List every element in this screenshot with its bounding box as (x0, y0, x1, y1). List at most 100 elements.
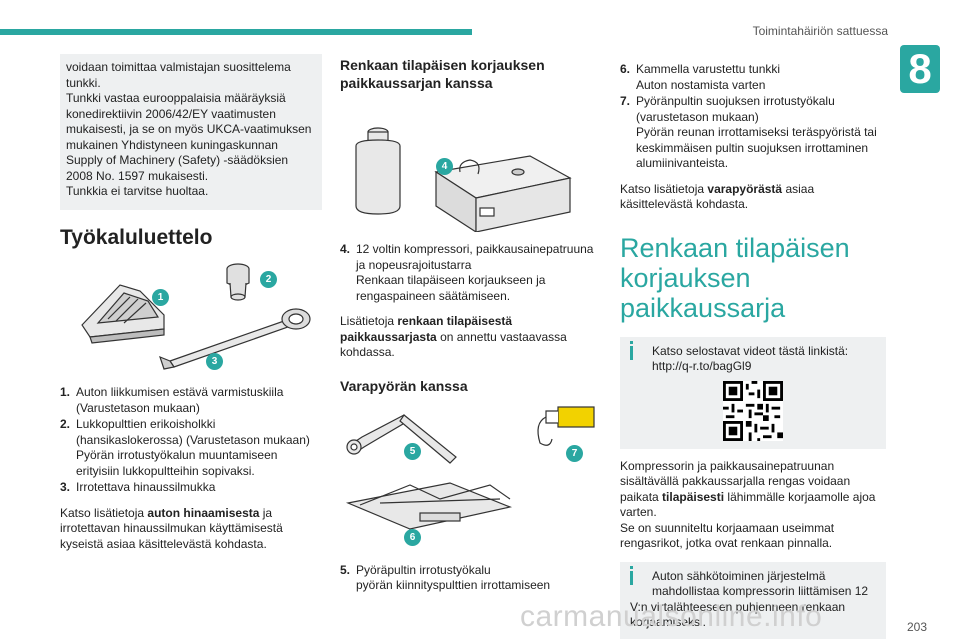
info-icon (630, 565, 633, 585)
spare-wheel-list-continued: 6. Kammella varustettu tunkki Auton nost… (620, 62, 886, 172)
spare-wheel-tools-drawing (345, 405, 595, 530)
para-bold: renkaan tilapäisestä (397, 314, 513, 328)
item-number: 7. (620, 94, 631, 108)
list-item: 2. Lukkopulttien erikoisholkki (hansikas… (60, 417, 322, 479)
item-text: Lukkopulttien erikoisholkki (76, 417, 216, 431)
para-text: lähimmälle korjaamolle ajoa (724, 489, 876, 504)
para-text: irrotettavan hinaussilmukan käyttämisest… (60, 521, 283, 535)
para-text: sisältävällä pakkaussarjalla rengas void… (620, 474, 851, 488)
item-text: (hansikaslokerossa) (Varustetason mukaan… (76, 432, 310, 447)
item-text: Auton nostamista varten (636, 77, 766, 92)
intro-line: mukainen Yhdistyneen kuningaskunnan (66, 137, 278, 152)
towing-eye-icon (159, 308, 311, 370)
tools-illustration: 1 2 3 (60, 257, 322, 375)
item-text: Pyörän irrotustyökalun muuntamiseen (76, 448, 278, 462)
item-text: Renkaan tilapäiseen korjaukseen ja (356, 273, 546, 287)
compressor-drawing (355, 127, 572, 234)
section-title: Toimintahäiriön sattuessa (752, 24, 888, 38)
item-number: 1. (60, 385, 71, 399)
compressor-icon (434, 155, 572, 234)
para-bold: tilapäisesti (662, 489, 725, 504)
list-item: 5. Pyöräpultin irrotustyökalu pyörän kii… (340, 563, 602, 594)
para-text: ja (259, 505, 273, 520)
intro-line: Tunkkia ei tarvitse huoltaa. (66, 184, 209, 198)
repair-kit-reference: Lisätietoja renkaan tilapäisestä paikkau… (340, 314, 602, 361)
item-text: Auton liikkumisen estävä varmistuskiila (76, 385, 284, 399)
column-3: 6. Kammella varustettu tunkki Auton nost… (620, 62, 886, 639)
info-text: Katso selostavat videot tästä linkistä: (652, 343, 849, 358)
spare-wheel-list: 5. Pyöräpultin irrotustyökalu pyörän kii… (340, 563, 602, 594)
jack-info-box: voidaan toimittaa valmistajan suosittele… (60, 54, 322, 210)
item-text: alumiinivanteista. (636, 156, 729, 170)
item-number: 4. (340, 242, 351, 256)
item-text: Pyöränpultin suojuksen irrotustyökalu (636, 94, 835, 108)
info-icon (630, 340, 633, 360)
info-text: Auton sähkötoiminen järjestelmä (652, 568, 826, 583)
list-item: 7. Pyöränpultin suojuksen irrotustyökalu… (620, 94, 886, 172)
sealant-cartridge-icon (355, 127, 401, 215)
intro-line: Tunkki vastaa eurooppalaisia määräyksiä (66, 91, 286, 105)
para-bold: auton hinaamisesta (147, 505, 260, 520)
socket-icon (226, 263, 250, 301)
list-item: 6. Kammella varustettu tunkki Auton nost… (620, 62, 886, 93)
item-text: 12 voltin kompressori, paikkausainepatru… (356, 242, 594, 256)
badge-2: 2 (260, 271, 277, 288)
item-number: 6. (620, 62, 631, 76)
item-number: 3. (60, 480, 71, 494)
para-text: käsittelevästä kohdasta. (620, 197, 749, 211)
repair-kit-heading: Renkaan tilapäisen korjauksen paikkaussa… (340, 56, 602, 92)
info-text: mahdollistaa kompressorin liittämisen 12 (652, 584, 869, 598)
column-2: Renkaan tilapäisen korjauksen paikkaussa… (340, 56, 602, 595)
page-number: 203 (906, 620, 927, 634)
badge-7: 7 (566, 444, 583, 462)
tools-list: 1. Auton liikkumisen estävä varmistuskii… (60, 385, 322, 496)
item-text: Pyörän reunan irrottamiseksi teräspyöris… (636, 125, 877, 139)
tools-heading: Työkaluluettelo (60, 225, 213, 249)
intro-line: voidaan toimittaa valmistajan suosittele… (66, 60, 291, 74)
para-text: kohdassa. (340, 345, 395, 359)
info-text: korjaamiseksi. (630, 615, 707, 629)
item-text: pyörän kiinnityspulttien irrottamiseen (356, 578, 551, 592)
item-text: (varustetason mukaan) (636, 109, 759, 124)
item-text: (Varustetason mukaan) (76, 400, 200, 415)
intro-line: 2008 No. 1597 mukaisesti. (66, 168, 209, 183)
list-item: 4. 12 voltin kompressori, paikkausainepa… (340, 242, 602, 304)
heading-line: Renkaan tilapäisen (620, 232, 850, 263)
item-text: Pyöräpultin irrotustyökalu (356, 562, 491, 577)
intro-line: mukaisesti, ja se on myös UKCA-vaatimuks… (66, 122, 312, 136)
column-1: voidaan toimittaa valmistajan suosittele… (60, 54, 322, 552)
compressor-list: 4. 12 voltin kompressori, paikkausainepa… (340, 242, 602, 304)
heading-line: Renkaan tilapäisen korjauksen (340, 57, 545, 73)
intro-line: tunkki. (66, 75, 101, 90)
para-text: varten. (620, 505, 657, 519)
info-text: V:n virtalähteeseen puhjenneen renkaan (630, 599, 846, 614)
video-info-box: Katso selostavat videot tästä linkistä: … (620, 336, 886, 449)
towing-reference: Katso lisätietoja auton hinaamisesta ja … (60, 506, 322, 553)
list-item: 3. Irrotettava hinaussilmukka (60, 480, 322, 496)
para-text: Katso lisätietoja (60, 505, 148, 520)
spare-wheel-tools-illustration: 5 6 7 (340, 403, 602, 553)
heading-line: paikkaussarjan kanssa (340, 75, 493, 91)
badge-6: 6 (404, 528, 421, 546)
chapter-badge: 8 (900, 45, 940, 93)
item-text: ja nopeusrajoitustarra (356, 257, 472, 272)
repair-kit-description: Kompressorin ja paikkausainepatruunan si… (620, 459, 886, 552)
intro-line: Supply of Machinery (Safety) -säädöksien (66, 153, 289, 167)
video-link[interactable]: http://q-r.to/bagGl9 (652, 359, 752, 373)
item-text: erityisiin lukkopultteihin sopivaksi. (76, 463, 255, 478)
para-bold: varapyörästä (707, 181, 783, 196)
header-accent-bar (0, 29, 472, 35)
para-text: Katso lisätietoja (620, 181, 708, 196)
badge-4: 4 (436, 158, 453, 175)
badge-3: 3 (206, 353, 223, 370)
jack-icon (345, 481, 513, 530)
qr-code-icon[interactable] (723, 380, 783, 441)
spare-wheel-heading: Varapyörän kanssa (340, 377, 468, 394)
para-text: asiaa (782, 181, 815, 196)
compressor-illustration: 4 (340, 102, 602, 234)
repair-kit-big-heading: Renkaan tilapäisen korjauksen paikkaussa… (620, 233, 886, 323)
item-text: keskimmäisen pultin suojuksen irrottamin… (636, 140, 869, 155)
para-text: Se on suunniteltu korjaamaan useimmat (620, 520, 835, 535)
wheel-brace-icon (346, 413, 457, 464)
para-text: Lisätietoja (340, 314, 398, 328)
